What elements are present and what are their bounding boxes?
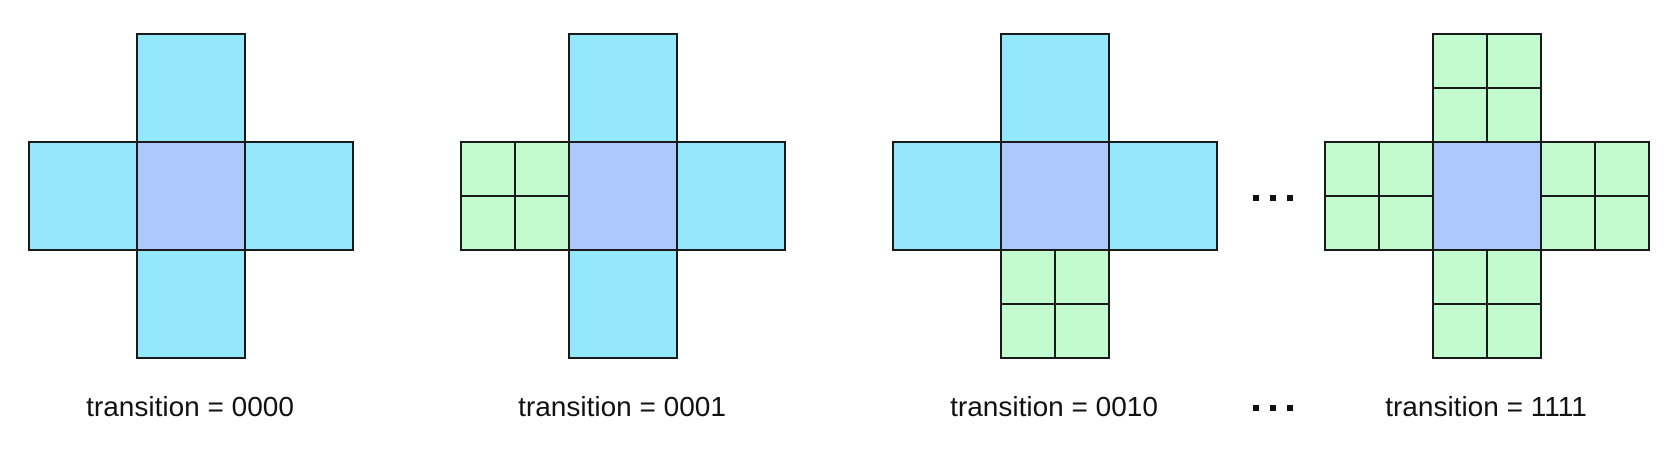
caption-pattern-3: transition = 0010	[950, 391, 1158, 422]
left-fine-cell	[460, 141, 516, 197]
bottom-fine-cell	[1432, 303, 1488, 359]
right-coarse-cell	[1108, 141, 1218, 251]
center-cell	[1000, 141, 1110, 251]
left-fine-cell	[460, 195, 516, 251]
bottom-coarse-cell	[568, 249, 678, 359]
horizontal-ellipsis-icon	[1253, 195, 1293, 201]
cross-pattern-0010	[892, 33, 1218, 359]
horizontal-ellipsis-icon	[1253, 405, 1293, 411]
bottom-fine-cell	[1432, 249, 1488, 305]
center-cell	[136, 141, 246, 251]
bottom-fine-cell	[1054, 249, 1110, 305]
center-cell	[568, 141, 678, 251]
right-fine-cell	[1540, 141, 1596, 197]
right-fine-cell	[1594, 141, 1650, 197]
bottom-fine-cell	[1486, 303, 1542, 359]
top-coarse-cell	[136, 33, 246, 143]
bottom-fine-cell	[1486, 249, 1542, 305]
right-coarse-cell	[676, 141, 786, 251]
left-fine-cell	[1378, 195, 1434, 251]
top-coarse-cell	[1000, 33, 1110, 143]
right-coarse-cell	[244, 141, 354, 251]
right-fine-cell	[1540, 195, 1596, 251]
left-fine-cell	[1324, 195, 1380, 251]
bottom-fine-cell	[1000, 249, 1056, 305]
cross-patterns	[28, 33, 1650, 359]
top-fine-cell	[1486, 33, 1542, 89]
left-fine-cell	[1378, 141, 1434, 197]
caption-pattern-1: transition = 0000	[86, 391, 294, 422]
top-coarse-cell	[568, 33, 678, 143]
cross-pattern-1111	[1324, 33, 1650, 359]
cross-pattern-0001	[460, 33, 786, 359]
right-fine-cell	[1594, 195, 1650, 251]
top-fine-cell	[1432, 87, 1488, 143]
cross-pattern-0000	[28, 33, 354, 359]
left-fine-cell	[1324, 141, 1380, 197]
bottom-fine-cell	[1054, 303, 1110, 359]
left-fine-cell	[514, 195, 570, 251]
left-coarse-cell	[892, 141, 1002, 251]
top-fine-cell	[1432, 33, 1488, 89]
caption-pattern-2: transition = 0001	[518, 391, 726, 422]
top-fine-cell	[1486, 87, 1542, 143]
bottom-coarse-cell	[136, 249, 246, 359]
left-fine-cell	[514, 141, 570, 197]
bottom-fine-cell	[1000, 303, 1056, 359]
left-coarse-cell	[28, 141, 138, 251]
center-cell	[1432, 141, 1542, 251]
caption-pattern-4: transition = 1111	[1385, 391, 1587, 422]
